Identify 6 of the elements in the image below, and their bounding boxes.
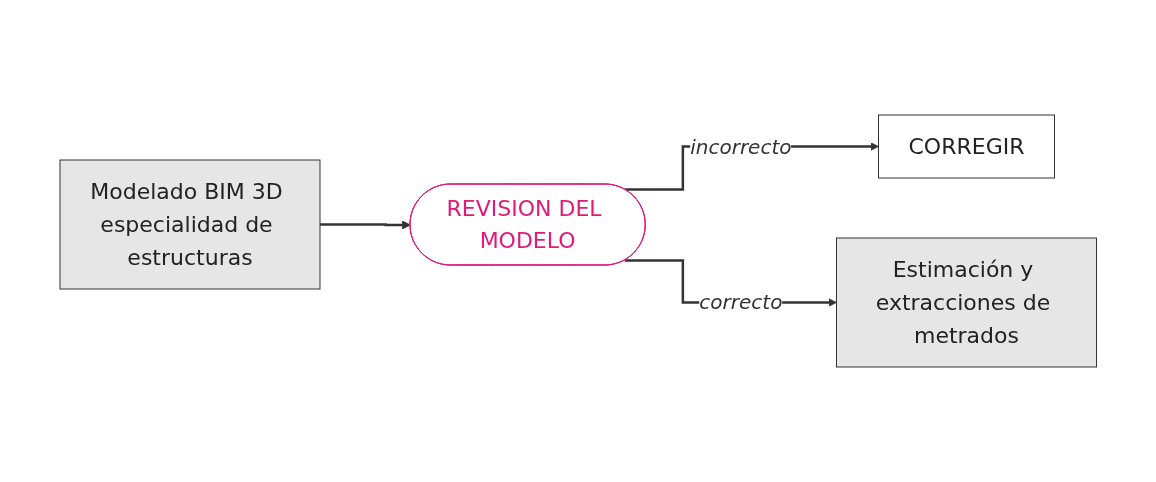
edge-label: correcto bbox=[699, 290, 783, 315]
node-box: CORREGIR bbox=[877, 114, 1055, 179]
arrow bbox=[319, 220, 411, 230]
node-box: Modelado BIM 3D especialidad de estructuras bbox=[59, 159, 321, 290]
node-box: Estimación y extracciones de metrados bbox=[835, 237, 1097, 368]
edge-label: incorrecto bbox=[689, 134, 792, 159]
